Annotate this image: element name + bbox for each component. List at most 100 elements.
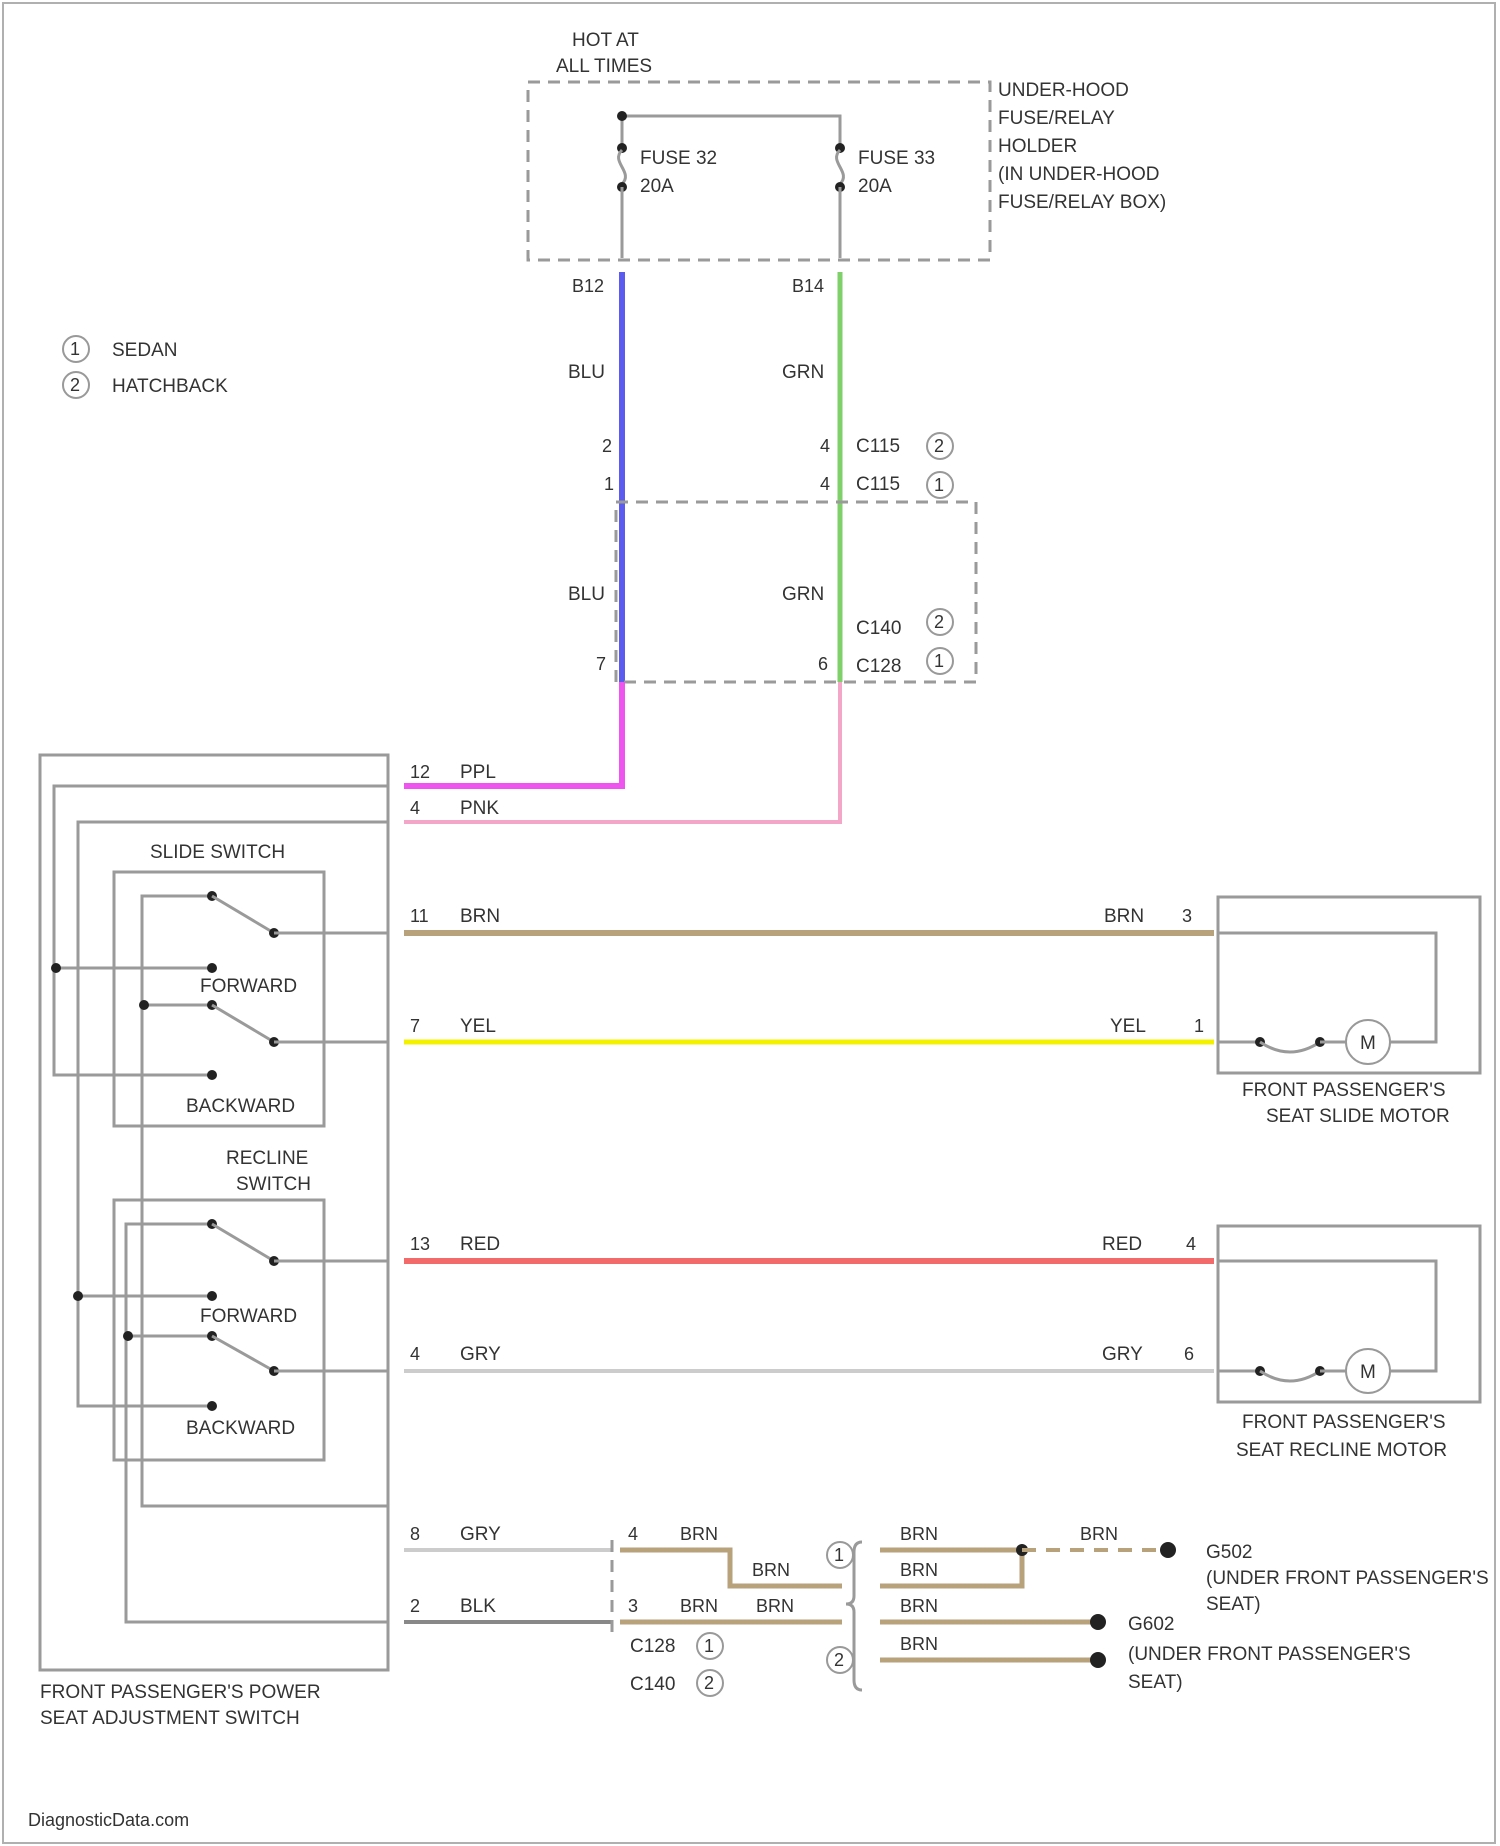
brn-label-7: BRN [1080,1524,1118,1544]
brn-label-2: BRN [752,1560,790,1580]
terminal-b12: B12 [572,276,604,296]
fuse-32 [617,143,627,258]
recline-motor-name-1: FRONT PASSENGER'S [1242,1412,1446,1433]
brn-label-6: BRN [900,1560,938,1580]
wire-label-blu-upper: BLU [568,362,605,383]
ground-conn-pin-4: 4 [628,1524,638,1544]
brn-label-3: BRN [680,1596,718,1616]
wire-label-brn-motor: BRN [1104,906,1144,927]
slide-switch-box [114,872,324,1126]
switch-pin-13: 13 [410,1234,430,1254]
switch-bus-ppl [54,786,388,1075]
svg-text:1: 1 [834,1545,844,1565]
fuse-32-rating: 20A [640,176,674,197]
ground-g502-point [1160,1542,1176,1558]
svg-text:1: 1 [934,651,944,671]
recline-switch-title-1: RECLINE [226,1148,308,1169]
wire-label-yel-motor: YEL [1110,1016,1146,1037]
slide-motor-pin-3: 3 [1182,906,1192,926]
c128-connector-label: C128 [856,656,901,677]
svg-text:2: 2 [934,612,944,632]
c140-ground-label: C140 [630,1674,675,1695]
recline-switch-title-2: SWITCH [236,1174,311,1195]
slide-backward-label: BACKWARD [186,1096,295,1117]
all-times-label: ALL TIMES [556,56,652,77]
svg-text:1: 1 [70,339,80,359]
ground-g602-point-a [1090,1614,1106,1630]
source-watermark: DiagnosticData.com [28,1810,189,1830]
svg-text:1: 1 [704,1636,714,1656]
brn-label-5: BRN [900,1524,938,1544]
fuse-relay-holder-box [528,82,990,260]
switch-pin-12: 12 [410,762,430,782]
wire-label-ppl: PPL [460,762,496,783]
slide-forward-label: FORWARD [200,976,297,997]
wire-label-yel-switch: YEL [460,1016,496,1037]
recline-motor-name-2: SEAT RECLINE MOTOR [1236,1440,1447,1461]
fuse-33-rating: 20A [858,176,892,197]
wire-label-blu-middle: BLU [568,584,605,605]
switch-pin-11: 11 [410,906,429,926]
terminal-b14: B14 [792,276,824,296]
svg-text:HOLDER: HOLDER [998,136,1077,157]
fuse-32-name: FUSE 32 [640,148,717,169]
brn-label-1: BRN [680,1524,718,1544]
g602-location-2: SEAT) [1128,1672,1183,1693]
c115-pin-blu-sd: 1 [604,474,614,494]
g502-location-2: SEAT) [1206,1594,1261,1615]
recline-forward-label: FORWARD [200,1306,297,1327]
page-frame [3,3,1495,1843]
g602-label: G602 [1128,1614,1174,1635]
fuse-33-name: FUSE 33 [858,148,935,169]
c115-pin-grn-hb: 4 [820,436,830,456]
seat-slide-motor [1218,897,1480,1073]
svg-text:2: 2 [934,436,944,456]
g502-location-1: (UNDER FRONT PASSENGER'S [1206,1568,1489,1589]
recline-motor-pin-4: 4 [1186,1234,1196,1254]
slide-motor-pin-1: 1 [1194,1016,1204,1036]
seat-recline-motor [1218,1226,1480,1402]
c128-pin-grn: 6 [818,654,828,674]
wire-label-blk-ground: BLK [460,1596,496,1617]
wire-label-gry-switch: GRY [460,1344,501,1365]
wire-label-gry-motor: GRY [1102,1344,1143,1365]
recline-motor-symbol: M [1360,1362,1376,1383]
svg-text:2: 2 [834,1650,844,1670]
wire-label-red-motor: RED [1102,1234,1142,1255]
fuse-33 [835,143,845,258]
c128-pin-blu: 7 [596,654,606,674]
svg-text:2: 2 [70,375,80,395]
g602-location-1: (UNDER FRONT PASSENGER'S [1128,1644,1411,1665]
wire-brn-ground-a [620,1550,842,1586]
recline-motor-pin-6: 6 [1184,1344,1194,1364]
slide-motor-symbol: M [1360,1033,1376,1054]
svg-text:FUSE/RELAY: FUSE/RELAY [998,108,1115,129]
c115-pin-blu-hb: 2 [602,436,612,456]
hot-at-label: HOT AT [572,30,639,51]
switch-pin-7: 7 [410,1016,420,1036]
switch-pin-4: 4 [410,798,420,818]
fuse-bus-wire [622,116,840,145]
wire-label-grn-upper: GRN [782,362,824,383]
legend: 1 SEDAN 2 HATCHBACK [63,336,228,398]
legend-hatchback-label: HATCHBACK [112,376,228,397]
svg-text:UNDER-HOOD: UNDER-HOOD [998,80,1129,101]
g502-label: G502 [1206,1542,1252,1563]
ground-conn-pin-3: 3 [628,1596,638,1616]
svg-text:(IN UNDER-HOOD: (IN UNDER-HOOD [998,164,1160,185]
fuse-holder-label: UNDER-HOOD FUSE/RELAY HOLDER (IN UNDER-H… [998,80,1166,213]
c115-connector-sd: C115 [856,474,900,495]
bus-node [617,111,627,121]
wire-label-brn-switch: BRN [460,906,500,927]
brn-label-8: BRN [900,1596,938,1616]
ground-g602-point-b [1090,1652,1106,1668]
svg-text:FUSE/RELAY BOX): FUSE/RELAY BOX) [998,192,1166,213]
wire-ppl [404,682,622,786]
slide-motor-name-2: SEAT SLIDE MOTOR [1266,1106,1450,1127]
switch-pin-8: 8 [410,1524,420,1544]
wire-label-red-switch: RED [460,1234,500,1255]
recline-backward-label: BACKWARD [186,1418,295,1439]
wire-label-grn-middle: GRN [782,584,824,605]
svg-text:1: 1 [934,475,944,495]
